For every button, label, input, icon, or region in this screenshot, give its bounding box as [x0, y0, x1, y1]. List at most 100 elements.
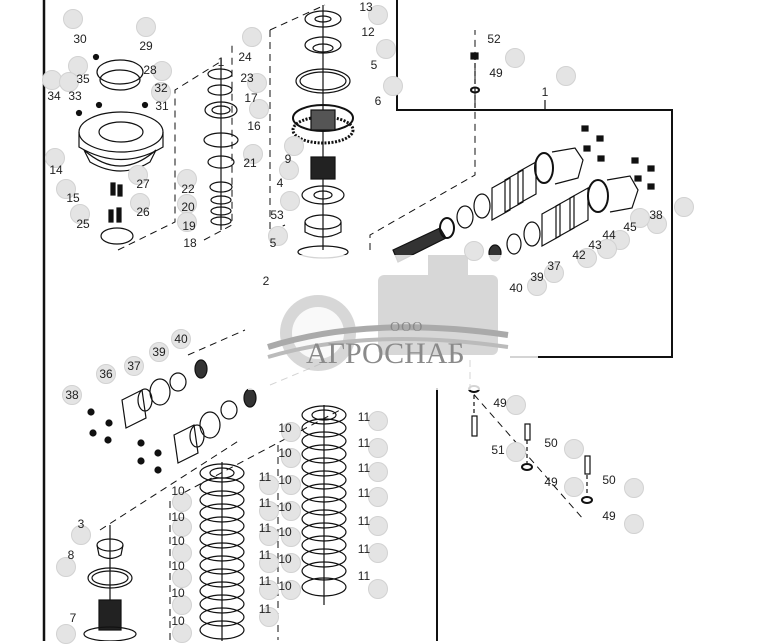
hotspot-marker[interactable] — [597, 239, 617, 259]
part-callout-10[interactable]: 10 — [171, 614, 185, 628]
part-callout-23[interactable]: 23 — [240, 71, 254, 85]
part-callout-37[interactable]: 37 — [127, 359, 141, 373]
part-callout-16[interactable]: 16 — [247, 119, 261, 133]
hotspot-marker[interactable] — [63, 9, 83, 29]
part-callout-21[interactable]: 21 — [243, 156, 257, 170]
part-callout-34[interactable]: 34 — [47, 89, 61, 103]
part-callout-10[interactable]: 10 — [278, 500, 292, 514]
part-callout-5[interactable]: 5 — [370, 58, 378, 72]
hotspot-marker[interactable] — [268, 226, 288, 246]
part-callout-40[interactable]: 40 — [174, 332, 188, 346]
part-callout-38[interactable]: 38 — [649, 208, 663, 222]
part-callout-17[interactable]: 17 — [244, 91, 258, 105]
hotspot-marker[interactable] — [149, 342, 169, 362]
hotspot-marker[interactable] — [280, 191, 300, 211]
hotspot-marker[interactable] — [124, 356, 144, 376]
part-callout-24[interactable]: 24 — [238, 50, 252, 64]
part-callout-10[interactable]: 10 — [278, 473, 292, 487]
hotspot-marker[interactable] — [368, 543, 388, 563]
part-callout-29[interactable]: 29 — [139, 39, 153, 53]
hotspot-marker[interactable] — [259, 580, 279, 600]
hotspot-marker[interactable] — [544, 263, 564, 283]
part-callout-33[interactable]: 33 — [68, 89, 82, 103]
part-callout-30[interactable]: 30 — [73, 32, 87, 46]
hotspot-marker[interactable] — [259, 553, 279, 573]
hotspot-marker[interactable] — [128, 165, 148, 185]
hotspot-marker[interactable] — [177, 169, 197, 189]
part-callout-10[interactable]: 10 — [171, 534, 185, 548]
part-callout-35[interactable]: 35 — [76, 72, 90, 86]
hotspot-marker[interactable] — [171, 329, 191, 349]
part-callout-11[interactable]: 11 — [357, 486, 371, 500]
hotspot-marker[interactable] — [556, 66, 576, 86]
part-callout-2[interactable]: 2 — [262, 274, 270, 288]
hotspot-marker[interactable] — [172, 543, 192, 563]
part-callout-11[interactable]: 11 — [357, 542, 371, 556]
hotspot-marker[interactable] — [130, 193, 150, 213]
part-callout-10[interactable]: 10 — [278, 579, 292, 593]
part-callout-37[interactable]: 37 — [547, 259, 561, 273]
part-callout-53[interactable]: 53 — [270, 208, 284, 222]
hotspot-marker[interactable] — [172, 517, 192, 537]
part-callout-32[interactable]: 32 — [154, 81, 168, 95]
hotspot-marker[interactable] — [368, 487, 388, 507]
part-callout-10[interactable]: 10 — [278, 525, 292, 539]
hotspot-marker[interactable] — [242, 27, 262, 47]
part-callout-4[interactable]: 4 — [276, 176, 284, 190]
part-callout-10[interactable]: 10 — [278, 446, 292, 460]
hotspot-marker[interactable] — [259, 475, 279, 495]
hotspot-marker[interactable] — [259, 607, 279, 627]
hotspot-marker[interactable] — [630, 208, 650, 228]
part-callout-10[interactable]: 10 — [171, 484, 185, 498]
part-callout-14[interactable]: 14 — [49, 163, 63, 177]
hotspot-marker[interactable] — [56, 179, 76, 199]
part-callout-1[interactable]: 1 — [217, 55, 225, 69]
hotspot-marker[interactable] — [281, 475, 301, 495]
hotspot-marker[interactable] — [368, 411, 388, 431]
hotspot-marker[interactable] — [247, 73, 267, 93]
hotspot-marker[interactable] — [368, 516, 388, 536]
part-callout-10[interactable]: 10 — [278, 421, 292, 435]
part-callout-10[interactable]: 10 — [278, 552, 292, 566]
hotspot-marker[interactable] — [505, 48, 525, 68]
part-callout-13[interactable]: 13 — [359, 0, 373, 14]
part-callout-22[interactable]: 22 — [181, 182, 195, 196]
hotspot-marker[interactable] — [56, 624, 76, 644]
hotspot-marker[interactable] — [59, 72, 79, 92]
hotspot-marker[interactable] — [45, 148, 65, 168]
hotspot-marker[interactable] — [464, 241, 484, 261]
hotspot-marker[interactable] — [177, 212, 197, 232]
part-callout-11[interactable]: 11 — [258, 574, 272, 588]
part-callout-39[interactable]: 39 — [152, 345, 166, 359]
part-callout-20[interactable]: 20 — [181, 200, 195, 214]
hotspot-marker[interactable] — [281, 448, 301, 468]
part-callout-51[interactable]: 51 — [491, 443, 505, 457]
part-callout-40[interactable]: 40 — [509, 281, 523, 295]
hotspot-marker[interactable] — [624, 478, 644, 498]
hotspot-marker[interactable] — [506, 395, 526, 415]
hotspot-marker[interactable] — [68, 56, 88, 76]
part-callout-50[interactable]: 50 — [602, 473, 616, 487]
hotspot-marker[interactable] — [151, 82, 171, 102]
part-callout-11[interactable]: 11 — [357, 514, 371, 528]
part-callout-11[interactable]: 11 — [258, 521, 272, 535]
part-callout-5[interactable]: 5 — [269, 236, 277, 250]
part-callout-11[interactable]: 11 — [258, 602, 272, 616]
hotspot-marker[interactable] — [172, 595, 192, 615]
part-callout-10[interactable]: 10 — [171, 510, 185, 524]
hotspot-marker[interactable] — [376, 39, 396, 59]
part-callout-7[interactable]: 7 — [69, 611, 77, 625]
part-callout-28[interactable]: 28 — [143, 63, 157, 77]
part-callout-11[interactable]: 11 — [357, 569, 371, 583]
hotspot-marker[interactable] — [70, 204, 90, 224]
part-callout-42[interactable]: 42 — [572, 248, 586, 262]
part-callout-45[interactable]: 45 — [623, 220, 637, 234]
hotspot-marker[interactable] — [368, 5, 388, 25]
hotspot-marker[interactable] — [281, 501, 301, 521]
part-callout-11[interactable]: 11 — [258, 496, 272, 510]
hotspot-marker[interactable] — [249, 99, 269, 119]
hotspot-marker[interactable] — [96, 364, 116, 384]
part-callout-12[interactable]: 12 — [361, 25, 375, 39]
hotspot-marker[interactable] — [281, 553, 301, 573]
hotspot-marker[interactable] — [172, 568, 192, 588]
